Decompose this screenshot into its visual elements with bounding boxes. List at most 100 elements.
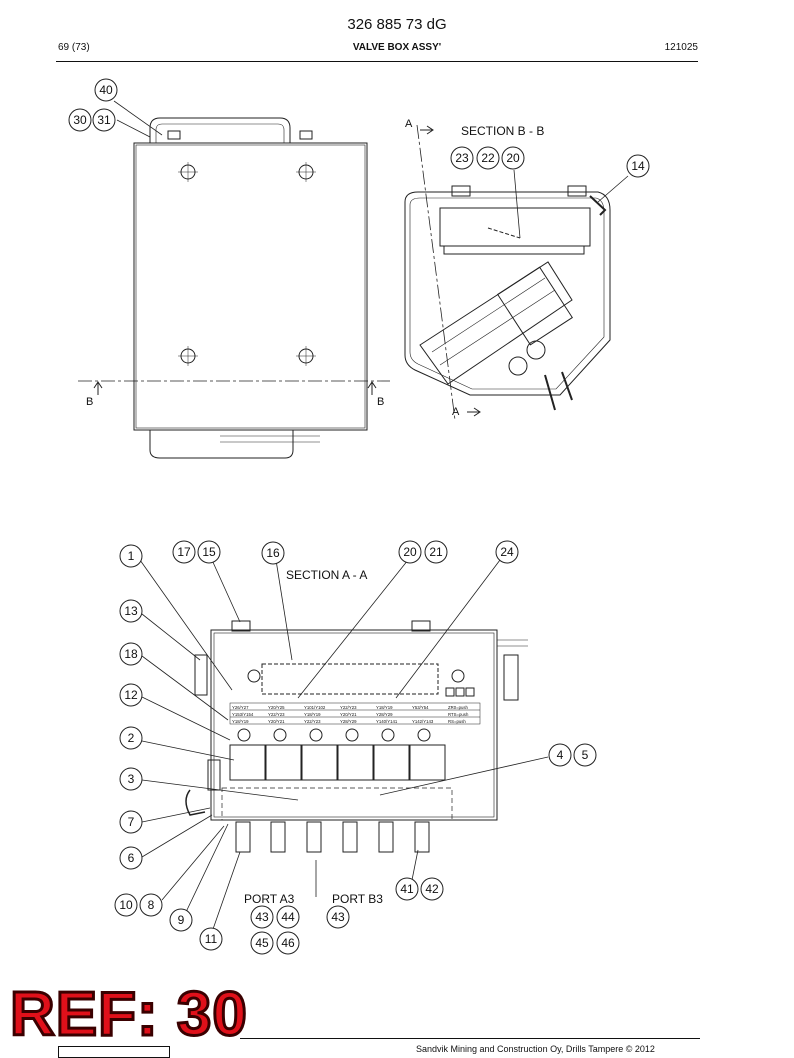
callout-42: 42 [420, 877, 444, 901]
callout-balloons: 40 30 31 23 22 20 14 1 17 15 16 20 21 24… [68, 78, 650, 955]
callout-20: 20 [398, 540, 422, 564]
svg-text:3: 3 [128, 772, 135, 786]
callout-3: 3 [119, 767, 143, 791]
callout-21: 21 [424, 540, 448, 564]
port-a3-label: PORT A3 [244, 892, 295, 906]
svg-text:6: 6 [128, 851, 135, 865]
callout-15: 15 [197, 540, 221, 564]
svg-text:18: 18 [124, 647, 138, 661]
callout-4: 4 [548, 743, 572, 767]
table-cell: Y22/Y23 [304, 719, 321, 724]
table-cell: Y153/Y154 [232, 712, 254, 717]
svg-text:5: 5 [582, 748, 589, 762]
table-cell: Y18/Y19 [304, 712, 321, 717]
svg-text:23: 23 [455, 151, 469, 165]
svg-text:17: 17 [177, 545, 191, 559]
callout-31: 31 [92, 108, 116, 132]
table-cell: Y26/Y27 [232, 705, 249, 710]
svg-text:31: 31 [97, 113, 111, 127]
svg-text:44: 44 [281, 910, 295, 924]
svg-text:40: 40 [99, 83, 113, 97]
reference-stamp: REF: 30 [9, 980, 249, 1049]
cut-marker-b-right: B [377, 396, 384, 408]
table-cell: Y22/Y23 [268, 712, 285, 717]
bolt-holes [178, 162, 316, 366]
svg-text:30: 30 [73, 113, 87, 127]
table-cell: Y20/Y25 [268, 705, 285, 710]
table-cell: Y28/Y29 [376, 712, 393, 717]
page-number: 69 (73) [58, 42, 90, 53]
callout-14: 14 [626, 154, 650, 178]
callout-2: 2 [119, 726, 143, 750]
callout-30: 30 [68, 108, 92, 132]
section-aa-view [139, 559, 549, 933]
callout-46: 46 [276, 931, 300, 955]
callout-8: 8 [139, 893, 163, 917]
callout-18: 18 [119, 642, 143, 666]
header-rule [56, 61, 698, 62]
callout-1: 1 [119, 544, 143, 568]
table-cell: ZR0=push [448, 705, 469, 710]
valve-label-table: Y26/Y27 Y20/Y25 Y101/Y102 Y22/Y23 Y18/Y1… [229, 702, 481, 725]
port-b3-label: PORT B3 [332, 892, 383, 906]
callout-6: 6 [119, 846, 143, 870]
callout-7: 7 [119, 810, 143, 834]
document-date: 121025 [664, 42, 698, 53]
callout-11: 11 [199, 927, 223, 951]
svg-text:13: 13 [124, 604, 138, 618]
callout-43: 43 [250, 905, 274, 929]
table-cell: RS=push [448, 719, 466, 724]
callout-17: 17 [172, 540, 196, 564]
section-aa-title: SECTION A - A [286, 568, 367, 582]
svg-text:7: 7 [128, 815, 135, 829]
svg-text:1: 1 [128, 549, 135, 563]
callout-13: 13 [119, 599, 143, 623]
svg-text:43: 43 [255, 910, 269, 924]
callout-5: 5 [573, 743, 597, 767]
callout-20: 20 [501, 146, 525, 170]
svg-text:15: 15 [202, 545, 216, 559]
callout-22: 22 [476, 146, 500, 170]
callout-24: 24 [495, 540, 519, 564]
table-cell: RTS=push [448, 712, 469, 717]
callout-40: 40 [94, 78, 118, 102]
svg-text:20: 20 [506, 151, 520, 165]
table-cell: Y53/Y54 [412, 705, 429, 710]
table-cell: Y101/Y102 [304, 705, 326, 710]
cut-marker-b-left: B [86, 396, 93, 408]
callout-12: 12 [119, 683, 143, 707]
svg-text:42: 42 [425, 882, 439, 896]
table-cell: Y28/Y29 [340, 719, 357, 724]
callout-43: 43 [326, 905, 350, 929]
svg-text:11: 11 [205, 932, 218, 946]
table-cell: Y20/Y21 [340, 712, 357, 717]
callout-45: 45 [250, 931, 274, 955]
table-cell: Y22/Y23 [340, 705, 357, 710]
table-cell: Y140/Y141 [376, 719, 398, 724]
svg-text:46: 46 [281, 936, 295, 950]
section-bb-title: SECTION B - B [461, 124, 544, 138]
footer-copyright: Sandvik Mining and Construction Oy, Dril… [416, 1044, 655, 1054]
table-cell: Y20/Y21 [268, 719, 285, 724]
front-view [78, 100, 390, 459]
cut-marker-a-bottom: A [452, 406, 460, 418]
svg-text:41: 41 [400, 882, 414, 896]
section-bb-view [404, 124, 629, 421]
callout-23: 23 [450, 146, 474, 170]
valve-blocks [229, 728, 446, 781]
table-cell: Y18/Y19 [232, 719, 249, 724]
cut-marker-a-top: A [405, 118, 413, 130]
svg-text:14: 14 [631, 159, 645, 173]
callout-16: 16 [261, 541, 285, 565]
callout-10: 10 [114, 893, 138, 917]
svg-text:10: 10 [119, 898, 133, 912]
svg-text:9: 9 [178, 913, 185, 927]
footer-rule [240, 1038, 700, 1039]
callout-9: 9 [169, 908, 193, 932]
table-cell: Y142/Y143 [412, 719, 434, 724]
svg-text:45: 45 [255, 936, 269, 950]
svg-text:24: 24 [500, 545, 514, 559]
svg-text:2: 2 [128, 731, 135, 745]
svg-text:22: 22 [481, 151, 495, 165]
